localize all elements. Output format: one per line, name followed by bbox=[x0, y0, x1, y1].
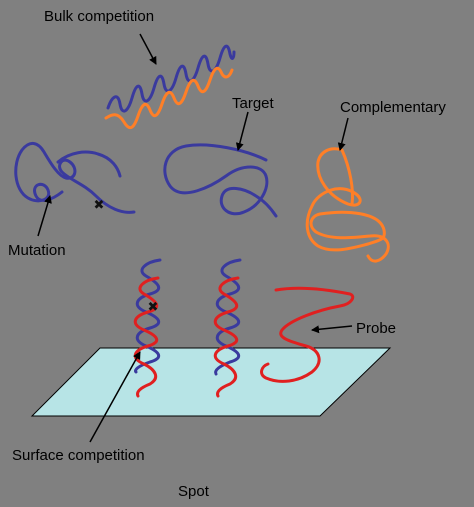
target-strand bbox=[163, 143, 278, 218]
surface-competition-duplex: ✖ bbox=[133, 258, 162, 398]
bulk-complementary-strand bbox=[104, 66, 234, 130]
bulk-competition-duplex bbox=[104, 44, 236, 130]
probe-label: Probe bbox=[356, 320, 396, 337]
mutation-arrow bbox=[37, 195, 52, 237]
surface-probe-strand-left bbox=[133, 276, 160, 398]
surface-target-duplex bbox=[213, 258, 242, 398]
mutated-target-strand-top bbox=[56, 150, 122, 178]
mutation-mark-lower: ✖ bbox=[148, 300, 159, 315]
mutation-label: Mutation bbox=[8, 242, 66, 259]
surface-target-strand-middle bbox=[214, 258, 242, 376]
spot-surface bbox=[30, 347, 392, 417]
mutated-target-strand bbox=[14, 142, 136, 214]
complementary-arrow bbox=[337, 117, 349, 151]
target-label: Target bbox=[232, 95, 275, 112]
surface-probe-strand-middle bbox=[213, 276, 240, 398]
surface-competition-arrow bbox=[89, 351, 141, 443]
bulk-competition-label: Bulk competition bbox=[44, 8, 154, 25]
bulk-target-strand bbox=[106, 44, 236, 113]
complementary-strand bbox=[305, 147, 390, 263]
probe-strand bbox=[260, 286, 355, 383]
complementary-label: Complementary bbox=[340, 99, 446, 116]
surface-competition-label: Surface competition bbox=[12, 447, 145, 464]
bulk-competition-arrow bbox=[139, 33, 157, 65]
probe-arrow bbox=[311, 325, 353, 334]
mutation-mark-upper: ✖ bbox=[94, 198, 105, 213]
complementary-strand-loop bbox=[340, 148, 354, 206]
surface-target-strand-left bbox=[134, 258, 162, 374]
target-arrow bbox=[235, 111, 249, 151]
spot-label: Spot bbox=[178, 483, 210, 500]
